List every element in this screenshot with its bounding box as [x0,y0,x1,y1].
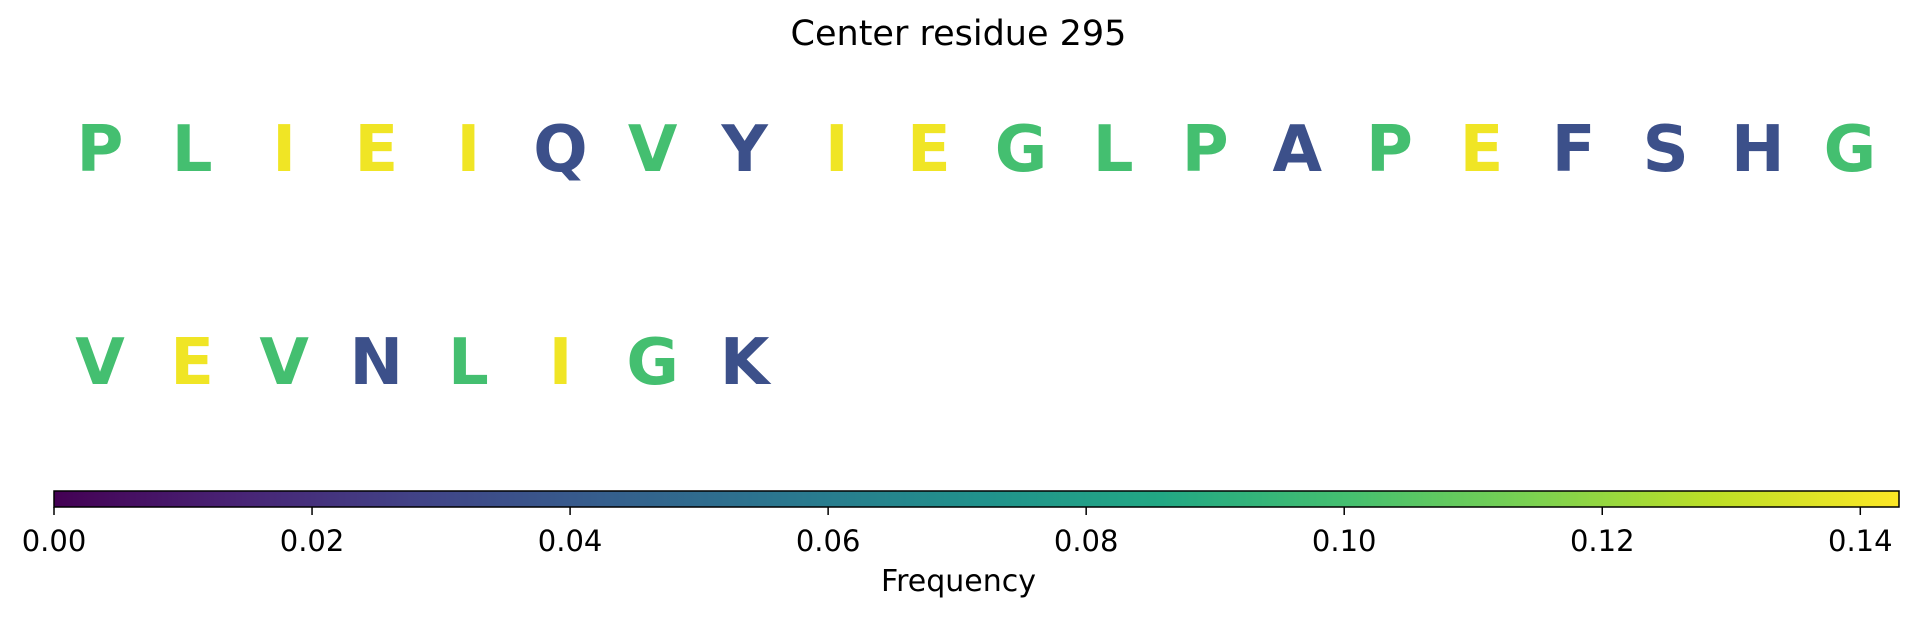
colorbar-tick-label: 0.10 [1312,524,1377,558]
colorbar-tick-label: 0.00 [22,524,87,558]
residue-letter: L [1092,113,1134,187]
residue-letter: I [548,326,573,400]
colorbar-label: Frequency [881,564,1036,599]
colorbar-tick-label: 0.08 [1054,524,1119,558]
residue-letter: S [1642,113,1689,187]
residue-letter: L [448,326,489,400]
residue-letter: G [626,326,679,400]
residue-letter: I [272,113,297,187]
residue-letter: H [1731,113,1785,187]
colorbar-tick-label: 0.06 [796,524,861,558]
residue-letter: V [75,326,125,400]
residue-letter: E [354,113,399,187]
colorbar-tick-label: 0.14 [1828,524,1893,558]
residue-letter: P [1181,113,1229,187]
residue-letter: E [907,113,951,187]
residue-letter: I [824,113,849,187]
residue-letter: F [1551,113,1596,187]
residue-letter: A [1272,113,1323,187]
residue-letter: P [1365,113,1413,187]
colorbar-ticks: 0.00 0.02 0.04 0.06 0.08 0.10 0.12 0.14 [22,507,1893,558]
chart-title: Center residue 295 [790,14,1127,54]
residue-letter: Y [721,113,768,187]
residue-letter: L [171,113,213,187]
colorbar-tick-label: 0.02 [280,524,345,558]
residue-letter: G [994,113,1048,187]
residue-letter: Q [533,113,588,187]
residue-letter: V [627,113,678,187]
residue-letter: E [170,326,214,400]
residue-letter: V [259,326,309,400]
colorbar-gradient [53,490,1900,508]
residue-letter: I [456,113,481,187]
residue-letter: G [1823,113,1877,187]
residue-letter: N [349,326,404,400]
residue-letter: E [1459,113,1504,187]
residue-letter: P [76,113,124,187]
colorbar-tick-label: 0.04 [538,524,603,558]
colorbar-tick-label: 0.12 [1570,524,1635,558]
residue-letter: K [719,326,770,400]
